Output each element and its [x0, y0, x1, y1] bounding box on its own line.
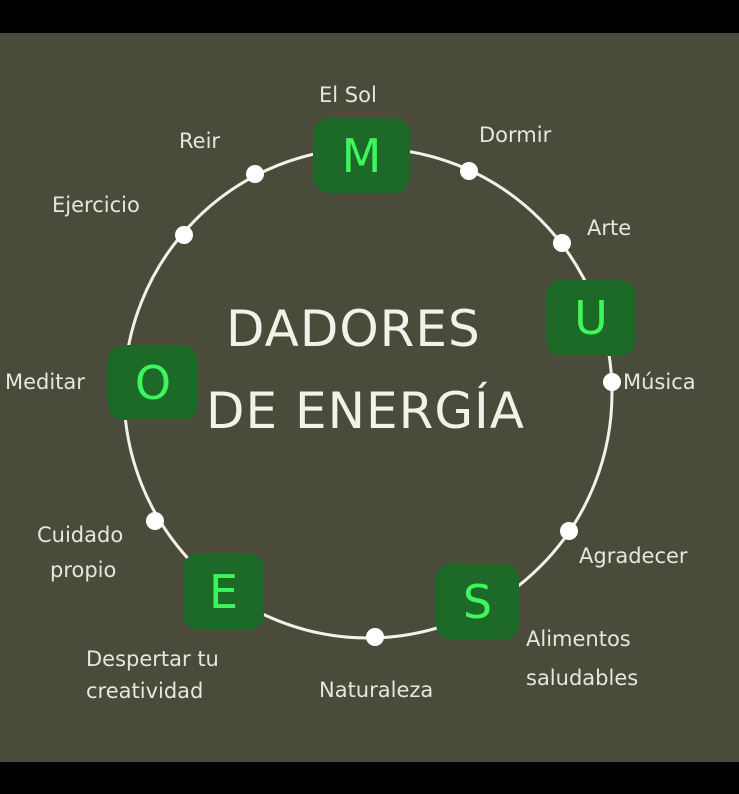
letter-box-m: M	[313, 118, 410, 193]
letter-box-u: U	[546, 280, 636, 356]
dot-cuidado	[146, 512, 164, 530]
label-alimentos: Alimentos	[526, 627, 631, 651]
label-propio: propio	[50, 558, 117, 582]
label-reir: Reir	[179, 129, 221, 153]
dot-naturaleza	[366, 628, 384, 646]
dot-ejercicio	[175, 226, 193, 244]
label-saludables: saludables	[526, 666, 639, 690]
letter-box-e: E	[183, 553, 264, 630]
label-musica: Música	[623, 370, 696, 394]
letter-box-s: S	[436, 563, 519, 640]
label-ejercicio: Ejercicio	[52, 193, 140, 217]
dot-arte	[553, 234, 571, 252]
label-meditar: Meditar	[5, 370, 85, 394]
title-line-2: DE ENERGÍA	[206, 382, 526, 440]
label-despertar: Despertar tu	[86, 647, 219, 671]
dot-agradecer	[560, 522, 578, 540]
dot-dormir	[460, 162, 478, 180]
title-line-1: DADORES	[226, 300, 481, 358]
label-el-sol: El Sol	[319, 83, 377, 107]
letter-box-o: O	[108, 345, 198, 420]
label-dormir: Dormir	[479, 123, 552, 147]
dot-reir	[246, 165, 264, 183]
label-naturaleza: Naturaleza	[319, 678, 434, 702]
dot-musica	[603, 373, 621, 391]
label-arte: Arte	[587, 216, 632, 240]
label-agradecer: Agradecer	[579, 544, 688, 568]
label-creatividad: creatividad	[86, 679, 204, 703]
label-cuidado: Cuidado	[37, 523, 124, 547]
